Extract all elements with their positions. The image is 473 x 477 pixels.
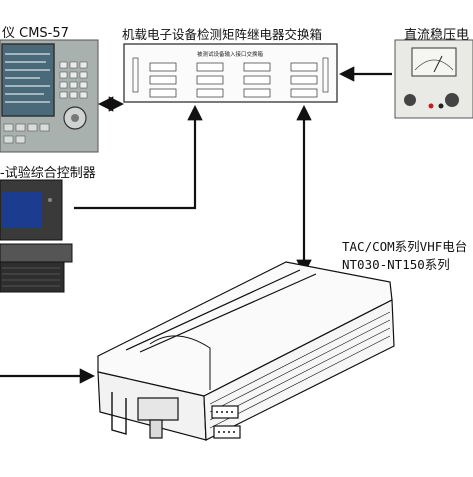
test-controller-label: -试验综合控制器 xyxy=(0,166,96,181)
dc-power-label: 直流稳压电 xyxy=(404,28,470,43)
switch-box-label: 机载电子设备检测矩阵继电器交换箱 xyxy=(122,27,323,42)
radio-models-label: NT030-NT150系列 xyxy=(342,257,450,272)
instrument-keypad xyxy=(59,61,88,99)
power-knob-left xyxy=(404,94,416,106)
test-controller-pc xyxy=(0,179,73,293)
vhf-radio-unit xyxy=(97,261,395,441)
panel-title: 被测试设备输入接口交换箱 xyxy=(197,50,264,58)
radio-title-label: TAC/COM系列VHF电台 xyxy=(342,239,468,254)
cms57-instrument xyxy=(0,39,99,153)
cms-instrument-label: 仪 CMS-57 xyxy=(2,26,69,41)
dc-power-supply xyxy=(394,39,473,119)
pc-screen xyxy=(2,192,42,228)
connector-icon xyxy=(211,405,239,419)
power-knob-right xyxy=(445,93,459,107)
radio-handle-bracket xyxy=(137,397,179,421)
instrument-screen xyxy=(1,43,55,117)
connector-grid xyxy=(149,62,318,98)
controller-to-box-arrow xyxy=(74,104,203,210)
switch-box: 被测试设备输入接口交换箱 xyxy=(123,43,338,103)
pc-keyboard xyxy=(0,261,65,293)
